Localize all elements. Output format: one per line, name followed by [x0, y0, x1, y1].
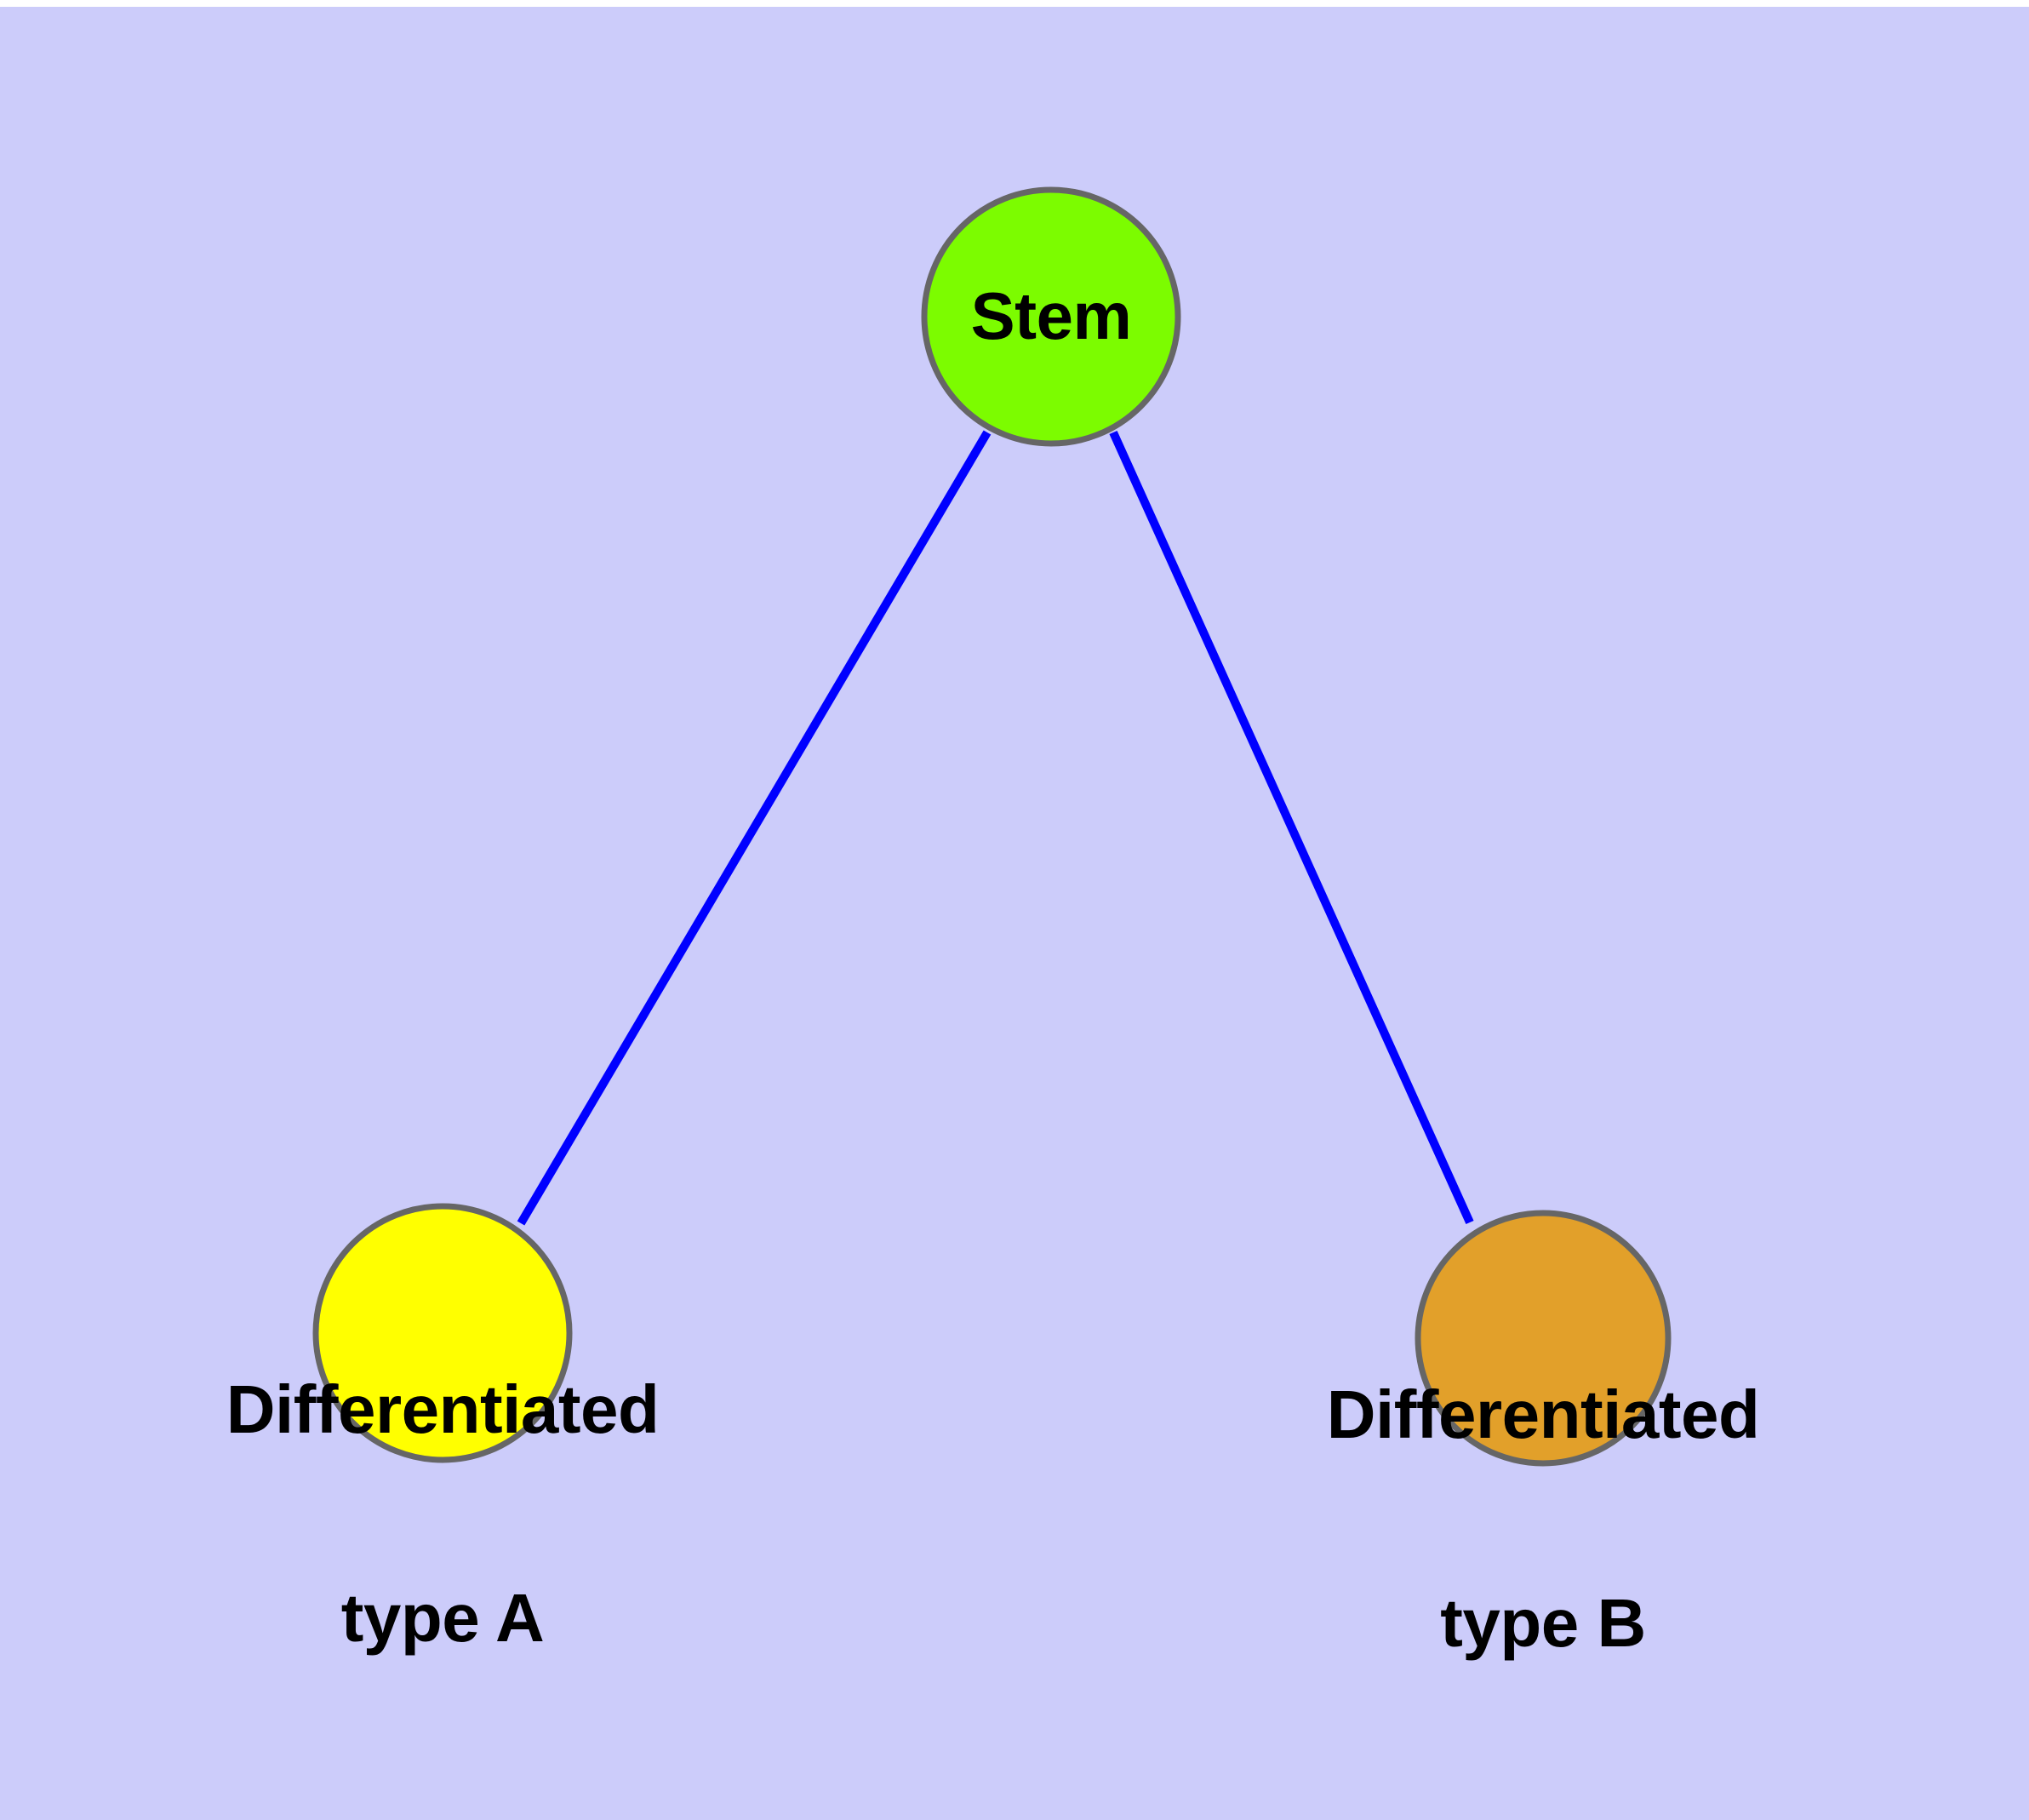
node-circle-differentiated-type-a[interactable]: [312, 1203, 573, 1463]
node-circle-differentiated-type-b[interactable]: [1415, 1210, 1672, 1467]
edge-stem-to-differentiated-type-b[interactable]: [1109, 430, 1474, 1225]
edge-stem-to-differentiated-type-a[interactable]: [517, 430, 992, 1226]
node-circle-stem[interactable]: [921, 186, 1181, 447]
node-layer: [312, 186, 1672, 1467]
edge-layer: [517, 430, 1474, 1226]
